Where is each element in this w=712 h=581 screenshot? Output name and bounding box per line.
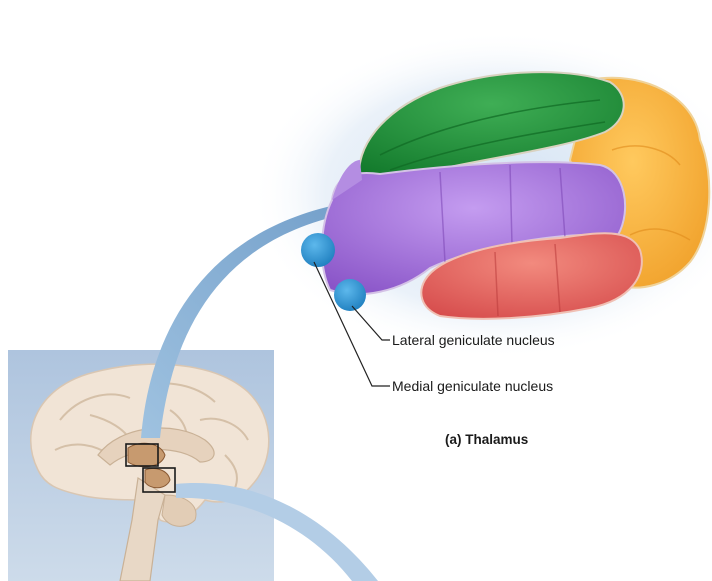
- lateral-geniculate-label: Lateral geniculate nucleus: [392, 332, 555, 348]
- medial-geniculate-label: Medial geniculate nucleus: [392, 378, 553, 394]
- medial-geniculate-nucleus: [301, 233, 335, 267]
- lateral-geniculate-nucleus: [334, 279, 366, 311]
- brain-inset: [8, 350, 274, 581]
- figure-caption: (a) Thalamus: [445, 432, 528, 448]
